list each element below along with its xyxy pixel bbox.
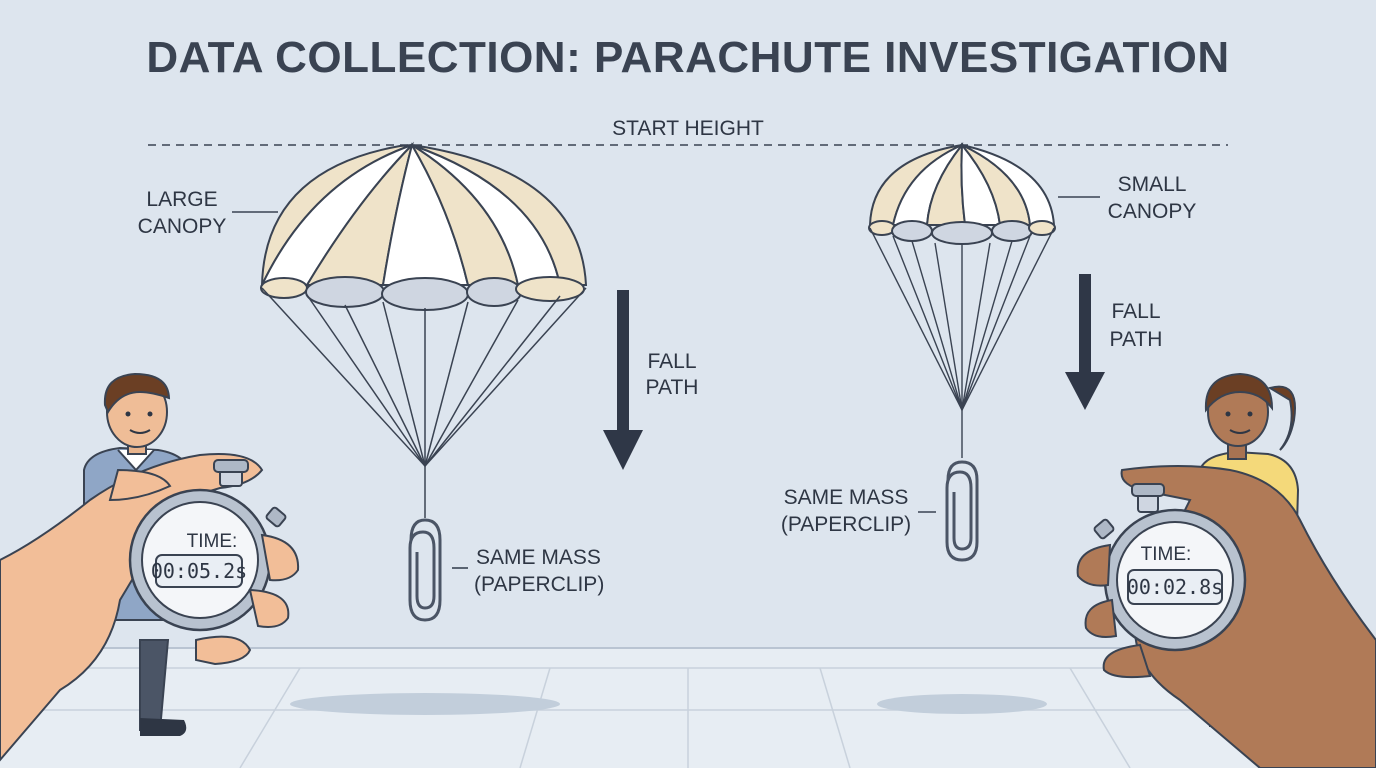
large-parachute xyxy=(260,141,588,622)
small-suspension-lines xyxy=(869,227,1055,458)
small-fall-arrow-shaft xyxy=(1079,274,1091,372)
large-fall-path: FALL PATH xyxy=(603,290,698,470)
large-mass-label: SAME MASS (PAPERCLIP) xyxy=(452,546,604,596)
small-canopy xyxy=(868,141,1056,245)
start-height-label: START HEIGHT xyxy=(612,117,764,140)
small-canopy-label-line1: SMALL xyxy=(1118,173,1187,196)
right-hand-stopwatch: TIME: 00:02.8s xyxy=(1076,465,1376,768)
page-title: DATA COLLECTION: PARACHUTE INVESTIGATION xyxy=(146,33,1229,82)
left-hand xyxy=(0,453,264,762)
small-paperclip xyxy=(945,460,979,562)
large-paperclip xyxy=(408,518,442,622)
right-stopwatch: TIME: 00:02.8s xyxy=(1093,483,1247,652)
left-timer-display xyxy=(155,554,243,588)
large-canopy-label-line1: LARGE xyxy=(146,188,217,211)
large-canopy-label: LARGE CANOPY xyxy=(138,188,278,238)
right-timer-label: TIME: xyxy=(1141,544,1192,565)
small-fall-label-line1: FALL xyxy=(1111,300,1160,323)
large-canopy-label-line2: CANOPY xyxy=(138,215,227,238)
left-timer-label: TIME: xyxy=(187,531,238,552)
small-mass-label-line1: SAME MASS xyxy=(784,486,909,509)
large-fall-label-line2: PATH xyxy=(646,376,699,399)
large-mass-label-line2: (PAPERCLIP) xyxy=(474,573,604,596)
right-timer-value: 00:02.8s xyxy=(1127,575,1223,599)
left-timer-value: 00:05.2s xyxy=(151,559,247,583)
large-fall-arrow-head xyxy=(603,430,643,470)
right-timer-display xyxy=(1127,569,1223,605)
small-mass-label: SAME MASS (PAPERCLIP) xyxy=(781,486,936,536)
large-fall-label-line1: FALL xyxy=(647,350,696,373)
small-canopy-label-line2: CANOPY xyxy=(1108,200,1197,223)
small-fall-label-line2: PATH xyxy=(1110,328,1163,351)
large-canopy xyxy=(260,141,588,311)
large-mass-label-line1: SAME MASS xyxy=(476,546,601,569)
small-fall-path: FALL PATH xyxy=(1065,274,1162,410)
small-parachute xyxy=(868,141,1056,562)
large-suspension-lines xyxy=(261,287,587,518)
small-mass-label-line2: (PAPERCLIP) xyxy=(781,513,911,536)
small-fall-arrow-head xyxy=(1065,372,1105,410)
large-fall-arrow-shaft xyxy=(617,290,629,430)
small-canopy-label: SMALL CANOPY xyxy=(1058,173,1196,223)
left-hand-stopwatch: TIME: 00:05.2s xyxy=(0,453,300,762)
